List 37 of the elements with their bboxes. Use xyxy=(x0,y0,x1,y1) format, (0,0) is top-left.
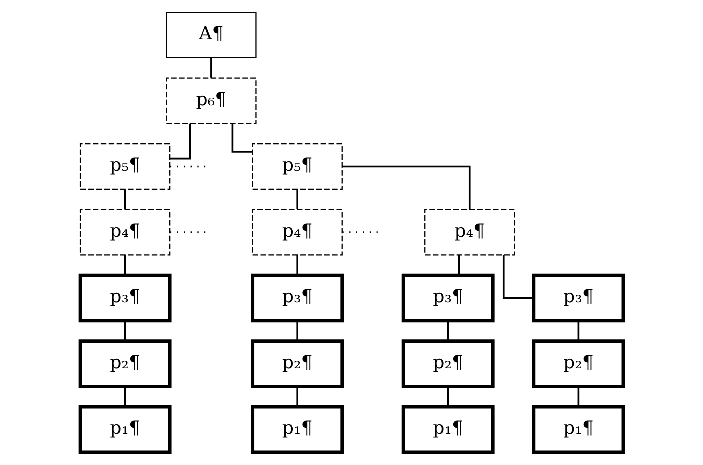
connector xyxy=(296,256,298,276)
connector xyxy=(577,386,580,407)
connector xyxy=(124,386,126,407)
node-box: p₃¶ xyxy=(401,274,494,323)
node-box: p₄¶ xyxy=(424,209,515,256)
connector xyxy=(124,321,126,341)
node-box: p₁¶ xyxy=(78,405,172,454)
node-box: A¶ xyxy=(166,12,256,59)
connector xyxy=(296,190,298,210)
node-box: p₄¶ xyxy=(252,209,342,256)
connector xyxy=(124,256,126,276)
connector xyxy=(296,386,298,407)
connector xyxy=(231,124,252,153)
node-box: p₆¶ xyxy=(166,78,256,124)
node-box: p₂¶ xyxy=(78,340,172,388)
node-box: p₄¶ xyxy=(79,209,170,256)
node-box: p₅¶ xyxy=(79,144,170,190)
node-box: p₂¶ xyxy=(250,340,344,388)
connector xyxy=(502,256,534,300)
connector xyxy=(210,58,212,78)
connector xyxy=(170,124,191,160)
connector xyxy=(446,386,449,407)
connector xyxy=(124,190,126,210)
node-box: p₃¶ xyxy=(78,274,172,323)
node-box: p₂¶ xyxy=(532,340,625,388)
node-box: p₃¶ xyxy=(532,274,625,323)
node-box: p₃¶ xyxy=(250,274,344,323)
connector xyxy=(342,166,470,210)
node-box: p₅¶ xyxy=(252,144,342,190)
connector xyxy=(446,321,449,341)
connector xyxy=(577,321,580,341)
connector xyxy=(296,321,298,341)
node-box: p₂¶ xyxy=(401,340,494,388)
node-box: p₁¶ xyxy=(532,405,625,454)
node-box: p₁¶ xyxy=(250,405,344,454)
connector xyxy=(458,256,460,276)
node-box: p₁¶ xyxy=(401,405,494,454)
